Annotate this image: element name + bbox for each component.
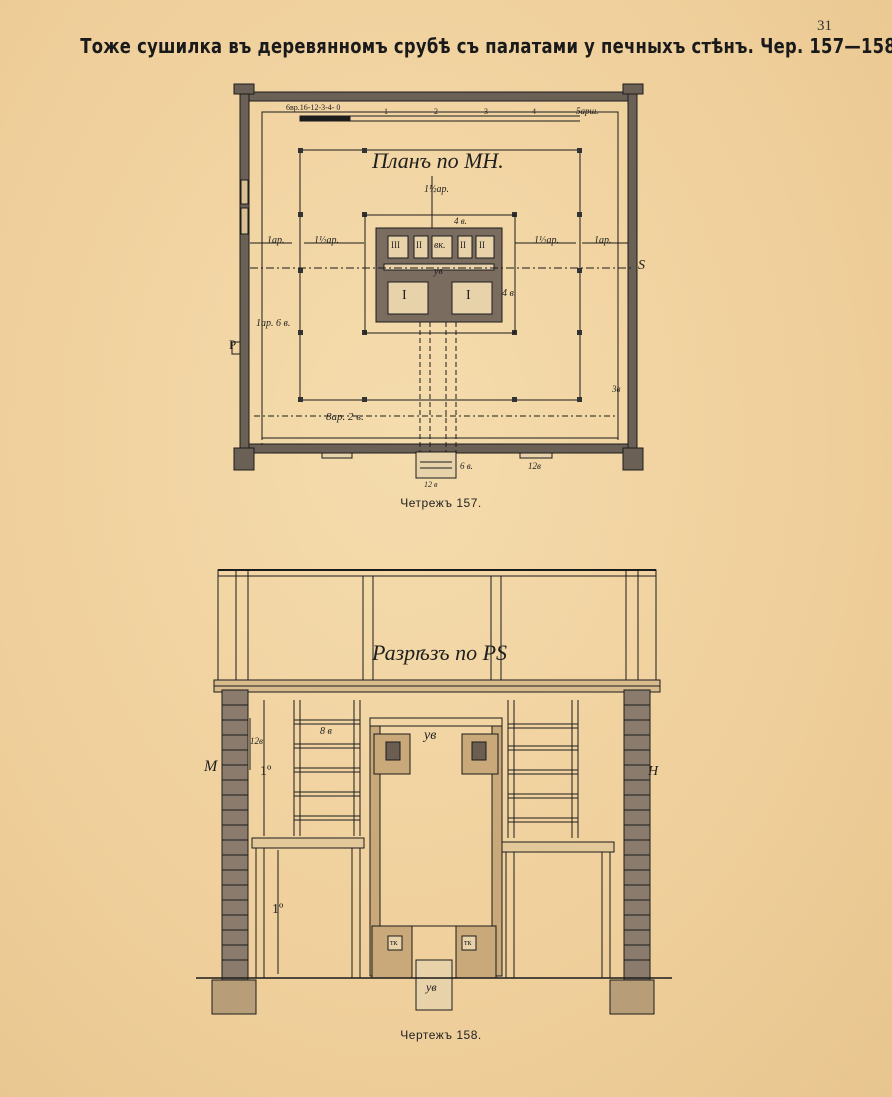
- plan-cell-iii-left: III: [391, 240, 400, 250]
- section-tk-right: тк: [464, 938, 472, 947]
- plan-letter-p: Р: [229, 337, 237, 352]
- plan-dim-left-15ar: 1½ар.: [314, 235, 339, 246]
- plan-dim-6v: 6 в.: [460, 461, 473, 471]
- section-label-n: Н: [648, 764, 659, 779]
- plan-dim-12v-right: 12в: [528, 461, 541, 471]
- plan-scale-right: 5арш.: [576, 106, 599, 116]
- plan-dim-12v-left: 12 в: [424, 480, 438, 489]
- plan-cell-vk: вк.: [434, 240, 446, 251]
- section-heading: Разрѣзъ по РS: [372, 640, 508, 665]
- plan-cell-i-right: I: [466, 288, 471, 303]
- plan-scale-mark-4: 4: [532, 107, 536, 116]
- plan-scale-mark-3: 3: [484, 107, 488, 116]
- plan-cell-ii-right: II: [460, 240, 466, 250]
- plan-cell-i-left: I: [402, 288, 407, 303]
- page-number: 31: [817, 18, 832, 34]
- plan-dim-4v-right: 4 в.: [502, 288, 517, 299]
- plan-caption: Четрежъ 157.: [400, 496, 482, 510]
- section-label-1-bottom: 1º: [272, 902, 284, 917]
- plan-scale-mark-1: 1: [384, 107, 388, 116]
- plan-dim-right-1ar: 1ар.: [594, 235, 612, 246]
- section-label-8v: 8 в: [320, 726, 332, 737]
- section-label-12v: 12в: [250, 736, 263, 746]
- plan-dim-right-15ar: 1½ар.: [534, 235, 559, 246]
- plan-scale-mark-2: 2: [434, 107, 438, 116]
- plan-heading: Планъ по МН.: [372, 148, 504, 173]
- section-label-uv: ув: [424, 728, 437, 743]
- plan-dim-3v: 3в: [612, 384, 621, 394]
- plan-cell-iii-right: II: [479, 240, 485, 250]
- plan-dim-1ar-6v: 1ар. 6 в.: [256, 318, 291, 329]
- plan-dim-4v: 4 в.: [454, 216, 467, 226]
- plan-cell-ii-left: II: [416, 240, 422, 250]
- plan-scale-left: 6вр.16-12-3-4- 0: [286, 103, 341, 112]
- plan-dim-left-1ar: 1ар.: [267, 235, 285, 246]
- section-label-m: М: [204, 758, 218, 775]
- plan-letter-s: S: [638, 258, 645, 273]
- section-label-uv-bottom: ув: [426, 980, 437, 994]
- plan-dim-total: 8ар. 2 в.: [326, 411, 364, 423]
- section-caption: Чертежъ 158.: [400, 1028, 482, 1042]
- plan-cell-uv: ув: [434, 266, 443, 277]
- section-label-1-top: 1º: [260, 764, 272, 779]
- page-title: Тоже сушилка въ деревянномъ срубѣ съ пал…: [80, 34, 892, 58]
- plan-dim-top: 1½ар.: [424, 184, 449, 195]
- section-tk-left: тк: [390, 938, 398, 947]
